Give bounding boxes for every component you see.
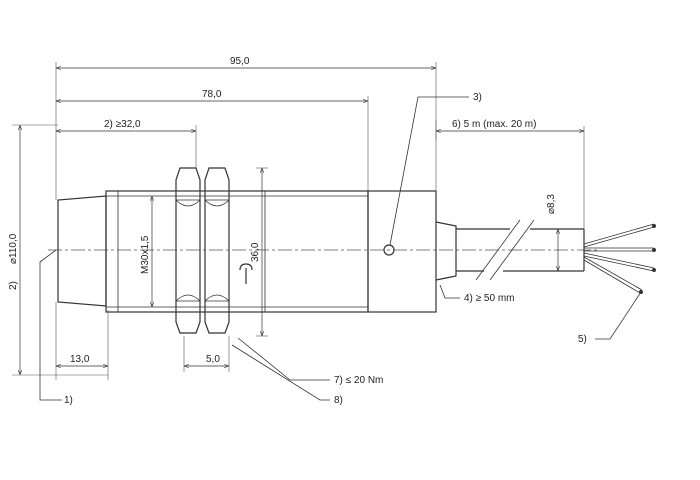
wrench-icon (239, 263, 253, 284)
dim-text-diameter: ⌀110,0 (8, 233, 19, 264)
housing-end (367, 190, 437, 313)
extension-lines (12, 62, 585, 380)
sensing-face (57, 195, 107, 307)
callout-4: 4) ≥ 50 mm (464, 293, 515, 304)
leader-lines (39, 96, 642, 401)
cable-break-line (475, 219, 521, 281)
cable-gland (435, 221, 457, 281)
dim-text-body-length: 78,0 (202, 89, 222, 100)
dim-text-thread-length: 2) ≥32,0 (104, 119, 141, 130)
nut-right (204, 167, 230, 334)
dim-text-overall-length: 95,0 (230, 56, 250, 67)
dim-text-wrench-size: 36,0 (250, 242, 261, 262)
dim-text-thread: M30x1,5 (140, 235, 151, 274)
callout-3: 3) (473, 92, 482, 103)
sensor-housing (57, 190, 437, 313)
callout-7: 7) ≤ 20 Nm (334, 375, 383, 386)
callout-1: 1) (64, 395, 73, 406)
callout-8: 8) (334, 395, 343, 406)
cable-wires (583, 223, 656, 294)
dim-text-front-length: 13,0 (70, 354, 90, 365)
dim-text-cable-diameter: ⌀8,3 (546, 194, 557, 214)
cable-break-line (489, 219, 535, 281)
led-indicator (383, 244, 395, 256)
cable (456, 219, 585, 281)
callout-5: 5) (578, 334, 587, 345)
dim-text-cable-length: 6) 5 m (max. 20 m) (452, 119, 536, 130)
dimension-lines (20, 68, 584, 375)
nut-left (175, 167, 201, 334)
dim-text-nut-width: 5,0 (206, 354, 220, 365)
dim-text-diameter-note: 2) (8, 281, 19, 290)
